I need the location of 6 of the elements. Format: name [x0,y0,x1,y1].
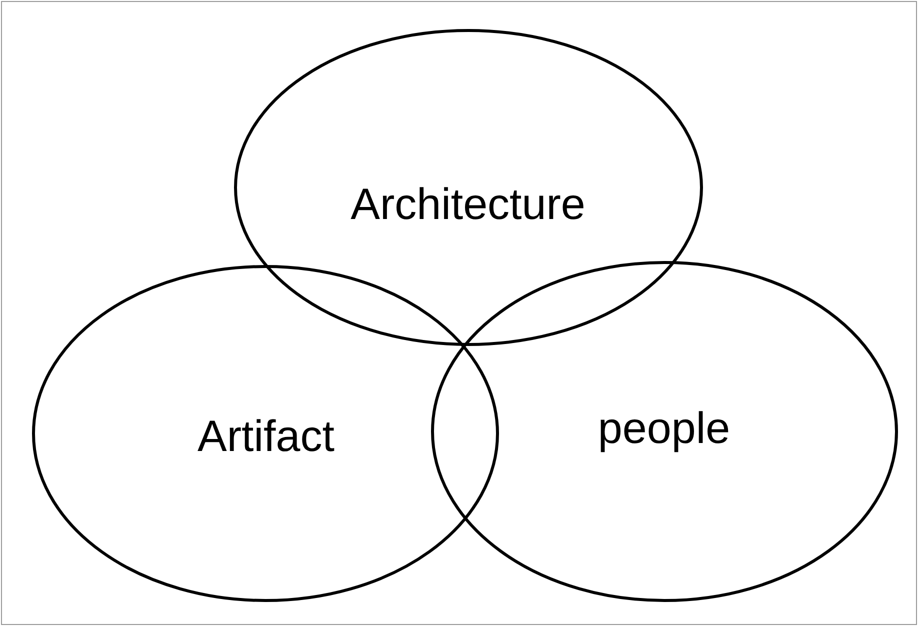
ellipse-shape [234,28,702,346]
ellipse-label: people [598,407,730,451]
ellipse-label: Artifact [198,415,334,459]
ellipse-shape [32,264,498,602]
ellipse-label: Architecture [350,183,586,227]
ellipse-shape [430,260,898,602]
